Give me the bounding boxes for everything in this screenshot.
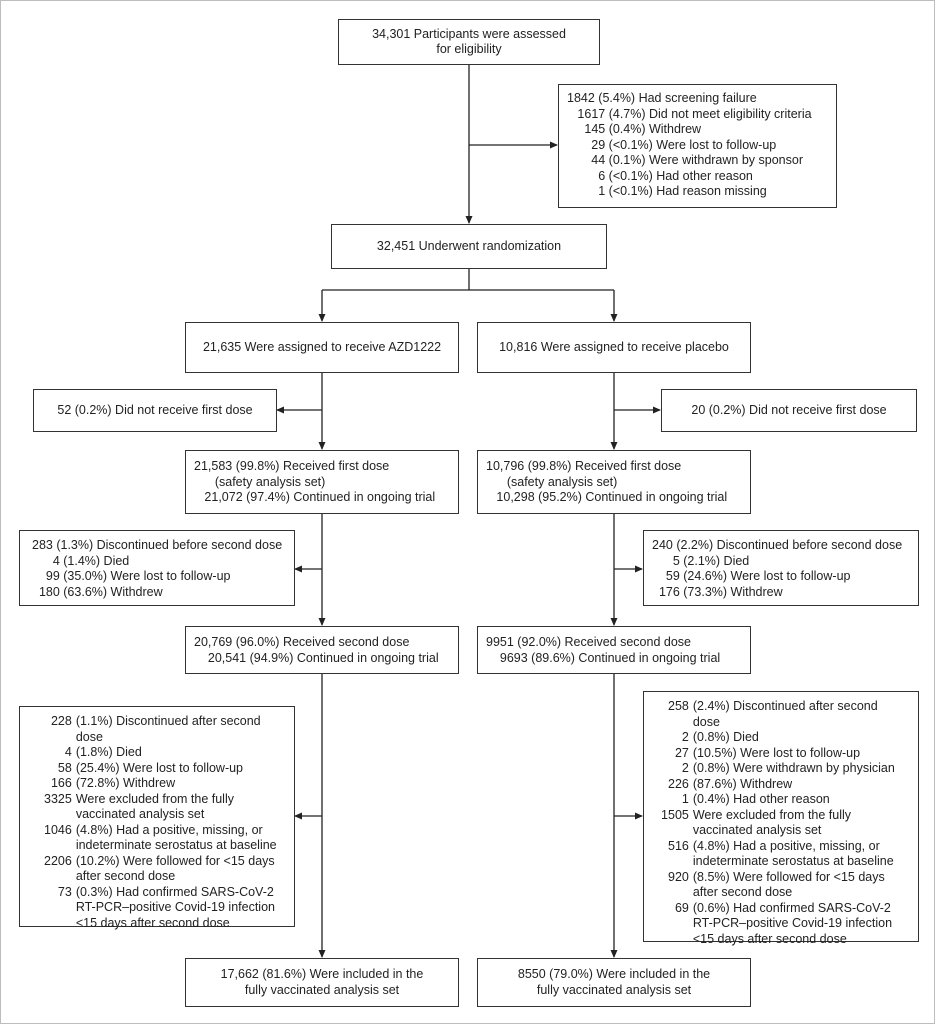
after-second-count: 1046 — [44, 822, 72, 837]
screening-line: 145 (0.4%) Withdrew — [567, 122, 702, 136]
after-second-text: (2.4%) Discontinued after second dose — [692, 699, 878, 729]
after-second-count: 2 — [681, 761, 689, 775]
placebo-no-first-dose-label: 20 (0.2%) Did not receive first dose — [691, 402, 887, 417]
after-second-text: (87.6%) Withdrew — [692, 776, 793, 791]
screening-line: 1842 (5.4%) Had screening failure — [567, 91, 757, 105]
after-second-count: 58 — [57, 760, 72, 775]
after-second-text: (25.4%) Were lost to follow-up — [75, 760, 244, 775]
after-second-count: 228 — [50, 714, 72, 728]
azd-first-dose-line: 21,583 (99.8%) Received first dose — [194, 459, 390, 473]
azd-included-box: 17,662 (81.6%) Were included in the full… — [185, 958, 459, 1007]
after-second-text: (1.1%) Discontinued after second dose — [75, 714, 261, 744]
azd-assigned-label: 21,635 Were assigned to receive AZD1222 — [202, 339, 442, 354]
azd-first-dose-line: (safety analysis set) — [194, 474, 326, 489]
azd-first-dose-box: 21,583 (99.8%) Received first dose (safe… — [185, 450, 459, 514]
azd-first-dose-line: 21,072 (97.4%) Continued in ongoing tria… — [194, 490, 436, 504]
azd-second-dose-line: 20,541 (94.9%) Continued in ongoing tria… — [194, 650, 439, 665]
azd-included-line: fully vaccinated analysis set — [244, 982, 400, 997]
azd-no-first-dose-label: 52 (0.2%) Did not receive first dose — [57, 402, 253, 417]
placebo-discontinued-before-line: 5 (2.1%) Died — [652, 553, 750, 568]
after-second-text: (0.8%) Died — [692, 730, 759, 744]
screening-line: 1617 (4.7%) Did not meet eligibility cri… — [567, 106, 812, 121]
azd-after-second-box: 228(1.1%) Discontinued after second dose… — [19, 706, 295, 930]
after-second-count: 920 — [668, 869, 689, 884]
after-second-text: (0.6%) Had confirmed SARS-CoV-2 RT-PCR–p… — [692, 900, 893, 946]
placebo-included-line: fully vaccinated analysis set — [536, 982, 692, 997]
after-second-count: 2 — [681, 730, 689, 744]
after-second-count: 1505 — [661, 807, 689, 822]
assessed-box: 34,301 Participants were assessed for el… — [338, 19, 600, 65]
azd-included-line: 17,662 (81.6%) Were included in the — [220, 967, 424, 981]
placebo-discontinued-before-line: 240 (2.2%) Discontinued before second do… — [652, 538, 903, 552]
after-second-count: 3325 — [44, 791, 72, 806]
placebo-first-dose-line: (safety analysis set) — [486, 474, 618, 489]
placebo-second-dose-line: 9951 (92.0%) Received second dose — [486, 635, 691, 649]
azd-no-first-dose-box: 52 (0.2%) Did not receive first dose — [33, 389, 277, 432]
placebo-after-second-list: 258(2.4%) Discontinued after second dose… — [650, 699, 908, 947]
placebo-discontinued-before-box: 240 (2.2%) Discontinued before second do… — [643, 530, 919, 606]
after-second-text: Were excluded from the fully vaccinated … — [75, 791, 234, 822]
azd-discontinued-before-line: 283 (1.3%) Discontinued before second do… — [32, 538, 283, 552]
after-second-count: 73 — [57, 884, 72, 899]
azd-second-dose-box: 20,769 (96.0%) Received second dose 20,5… — [185, 626, 459, 674]
after-second-text: (0.3%) Had confirmed SARS-CoV-2 RT-PCR–p… — [75, 884, 275, 930]
placebo-discontinued-before-line: 176 (73.3%) Withdrew — [652, 584, 783, 599]
azd-assigned-box: 21,635 Were assigned to receive AZD1222 — [185, 322, 459, 373]
placebo-assigned-box: 10,816 Were assigned to receive placebo — [477, 322, 751, 373]
placebo-included-box: 8550 (79.0%) Were included in the fully … — [477, 958, 751, 1007]
after-second-text: (4.8%) Had a positive, missing, or indet… — [692, 838, 894, 869]
after-second-count: 69 — [674, 900, 689, 915]
after-second-count: 226 — [668, 776, 689, 791]
after-second-count: 258 — [668, 699, 689, 713]
azd-discontinued-before-line: 4 (1.4%) Died — [32, 553, 130, 568]
randomization-box: 32,451 Underwent randomization — [331, 224, 607, 269]
after-second-text: (72.8%) Withdrew — [75, 776, 176, 790]
placebo-after-second-box: 258(2.4%) Discontinued after second dose… — [643, 691, 919, 946]
after-second-count: 2206 — [44, 853, 72, 868]
placebo-second-dose-box: 9951 (92.0%) Received second dose 9693 (… — [477, 626, 751, 674]
after-second-text: Were excluded from the fully vaccinated … — [692, 807, 852, 838]
placebo-no-first-dose-box: 20 (0.2%) Did not receive first dose — [661, 389, 917, 432]
after-second-count: 1 — [681, 792, 689, 806]
screening-failure-box: 1842 (5.4%) Had screening failure 1617 (… — [558, 84, 837, 208]
placebo-assigned-label: 10,816 Were assigned to receive placebo — [499, 339, 729, 354]
after-second-text: (8.5%) Were followed for <15 days after … — [692, 869, 885, 900]
randomization-label: 32,451 Underwent randomization — [376, 238, 562, 253]
assessed-line: for eligibility — [436, 42, 502, 56]
placebo-included-line: 8550 (79.0%) Were included in the — [517, 967, 711, 981]
after-second-text: (0.4%) Had other reason — [692, 792, 830, 806]
after-second-text: (0.8%) Were withdrawn by physician — [692, 761, 895, 775]
azd-discontinued-before-box: 283 (1.3%) Discontinued before second do… — [19, 530, 295, 606]
azd-second-dose-line: 20,769 (96.0%) Received second dose — [194, 635, 410, 649]
placebo-second-dose-line: 9693 (89.6%) Continued in ongoing trial — [486, 650, 721, 665]
after-second-text: (10.2%) Were followed for <15 days after… — [75, 853, 275, 884]
after-second-text: (4.8%) Had a positive, missing, or indet… — [75, 822, 277, 853]
after-second-count: 27 — [674, 745, 689, 760]
placebo-first-dose-line: 10,298 (95.2%) Continued in ongoing tria… — [486, 490, 728, 504]
placebo-discontinued-before-line: 59 (24.6%) Were lost to follow-up — [652, 569, 851, 583]
placebo-first-dose-line: 10,796 (99.8%) Received first dose — [486, 459, 682, 473]
after-second-text: (10.5%) Were lost to follow-up — [692, 745, 861, 760]
assessed-line: 34,301 Participants were assessed — [372, 26, 566, 41]
screening-line: 1 (<0.1%) Had reason missing — [567, 184, 767, 198]
azd-after-second-list: 228(1.1%) Discontinued after second dose… — [26, 714, 284, 931]
screening-line: 29 (<0.1%) Were lost to follow-up — [567, 137, 777, 152]
azd-discontinued-before-line: 180 (63.6%) Withdrew — [32, 584, 163, 599]
screening-line: 6 (<0.1%) Had other reason — [567, 168, 753, 183]
after-second-count: 4 — [64, 745, 72, 759]
screening-line: 44 (0.1%) Were withdrawn by sponsor — [567, 153, 803, 167]
azd-discontinued-before-line: 99 (35.0%) Were lost to follow-up — [32, 569, 231, 583]
after-second-count: 166 — [50, 776, 72, 790]
placebo-first-dose-box: 10,796 (99.8%) Received first dose (safe… — [477, 450, 751, 514]
after-second-count: 516 — [668, 838, 689, 853]
after-second-text: (1.8%) Died — [75, 745, 142, 759]
